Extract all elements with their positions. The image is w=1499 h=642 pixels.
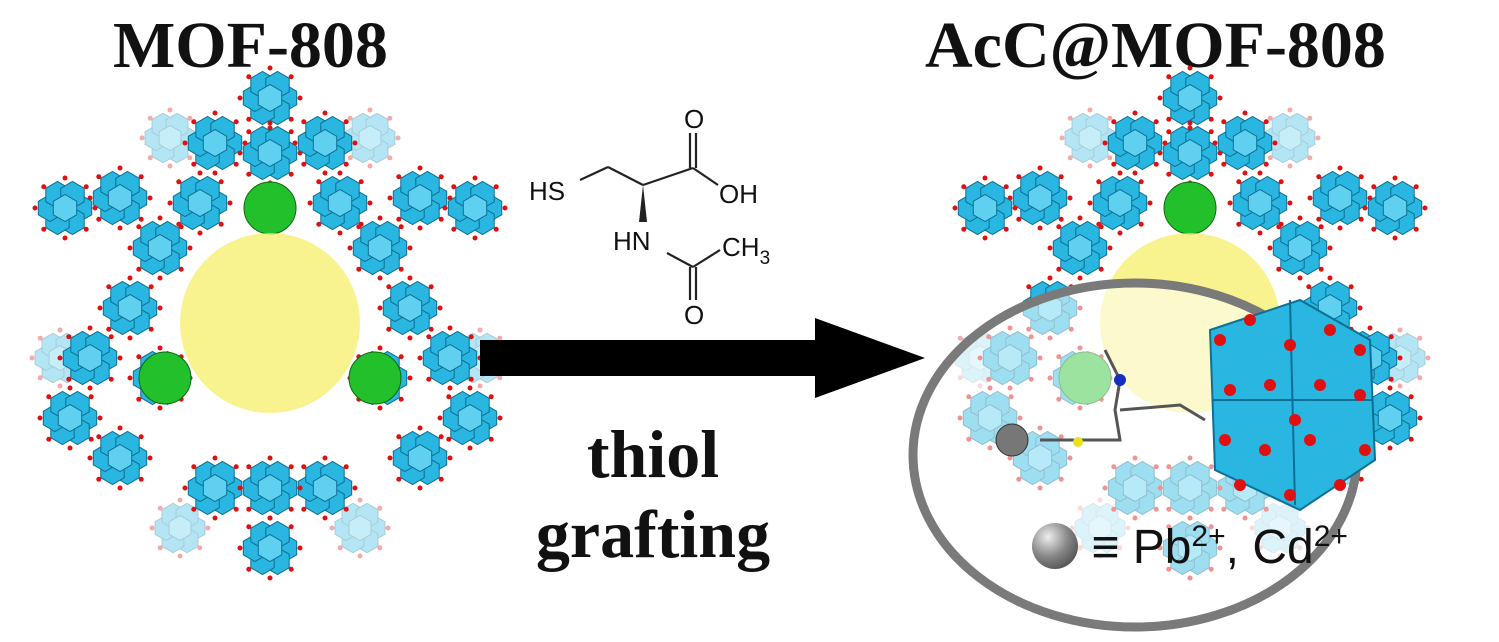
o-top-label: O	[684, 104, 704, 134]
zr-cluster	[32, 175, 98, 241]
thiol-label: thiol	[586, 416, 720, 492]
zr-cluster	[1267, 215, 1333, 281]
zr-cluster	[1087, 170, 1153, 236]
ch3-label: CH3	[722, 232, 770, 269]
ion-pb-charge: 2+	[1191, 520, 1226, 553]
zr-cluster	[377, 275, 443, 341]
zr-cluster	[182, 110, 248, 176]
zr-cluster	[97, 275, 163, 341]
zr-cluster	[329, 497, 391, 559]
separator: ,	[1225, 521, 1239, 574]
zr-cluster	[339, 107, 401, 169]
hs-label: HS	[529, 176, 565, 206]
zr-cluster	[1259, 107, 1321, 169]
zr-cluster	[437, 385, 503, 451]
zr-cluster	[1157, 65, 1223, 131]
zr-cluster	[1007, 165, 1073, 231]
metal-ion-legend: ≡ Pb2+, Cd2+	[1032, 520, 1348, 575]
zr-cluster	[1362, 175, 1428, 241]
zr-cluster	[1047, 215, 1113, 281]
oh-label: OH	[719, 179, 758, 209]
zr-cluster	[1227, 170, 1293, 236]
yellow-pore-sphere	[180, 233, 360, 413]
zr-cluster	[237, 515, 303, 581]
zr-cluster	[307, 170, 373, 236]
zr-cluster	[1157, 120, 1223, 186]
zr-cluster	[347, 215, 413, 281]
ion-pb: Pb	[1132, 521, 1192, 574]
zr-cluster	[167, 170, 233, 236]
zr-cluster	[1102, 110, 1168, 176]
mof-808-title: MOF-808	[113, 9, 388, 82]
mof-808-structure	[29, 65, 511, 581]
acc-mof-808-title: AcC@MOF-808	[925, 9, 1386, 82]
zr-cluster	[417, 325, 483, 391]
zr-cluster	[292, 110, 358, 176]
equiv-symbol: ≡	[1091, 521, 1120, 574]
zr-cluster	[37, 385, 103, 451]
zr-cluster	[1307, 165, 1373, 231]
metal-sphere-icon	[1032, 523, 1078, 569]
grafting-label: grafting	[535, 496, 771, 572]
zr-cluster	[127, 215, 193, 281]
zr-cluster	[87, 425, 153, 491]
zr-cluster	[1212, 110, 1278, 176]
acetylcysteine-structure	[579, 133, 721, 300]
zr-cluster	[1059, 107, 1121, 169]
green-sphere	[1163, 181, 1217, 235]
hn-label: HN	[613, 226, 651, 256]
reaction-arrow	[480, 318, 925, 398]
zr-cluster	[57, 325, 123, 391]
ion-cd: Cd	[1252, 521, 1314, 574]
o-bottom-label: O	[684, 300, 704, 330]
green-sphere	[243, 181, 297, 235]
zr-cluster	[387, 425, 453, 491]
ion-cd-charge: 2+	[1313, 520, 1348, 553]
green-sphere	[138, 351, 192, 405]
zr-cluster	[182, 455, 248, 521]
zr-cluster	[442, 175, 508, 241]
zr-cluster	[237, 65, 303, 131]
zr-cluster	[1357, 385, 1423, 451]
zr-cluster	[952, 175, 1018, 241]
zr-cluster	[87, 165, 153, 231]
grafted-cluster-detail	[995, 298, 1377, 512]
green-sphere	[348, 351, 402, 405]
zr-cluster	[237, 455, 303, 521]
zr-cluster	[292, 455, 358, 521]
zr-cluster	[387, 165, 453, 231]
zr-cluster	[149, 497, 211, 559]
